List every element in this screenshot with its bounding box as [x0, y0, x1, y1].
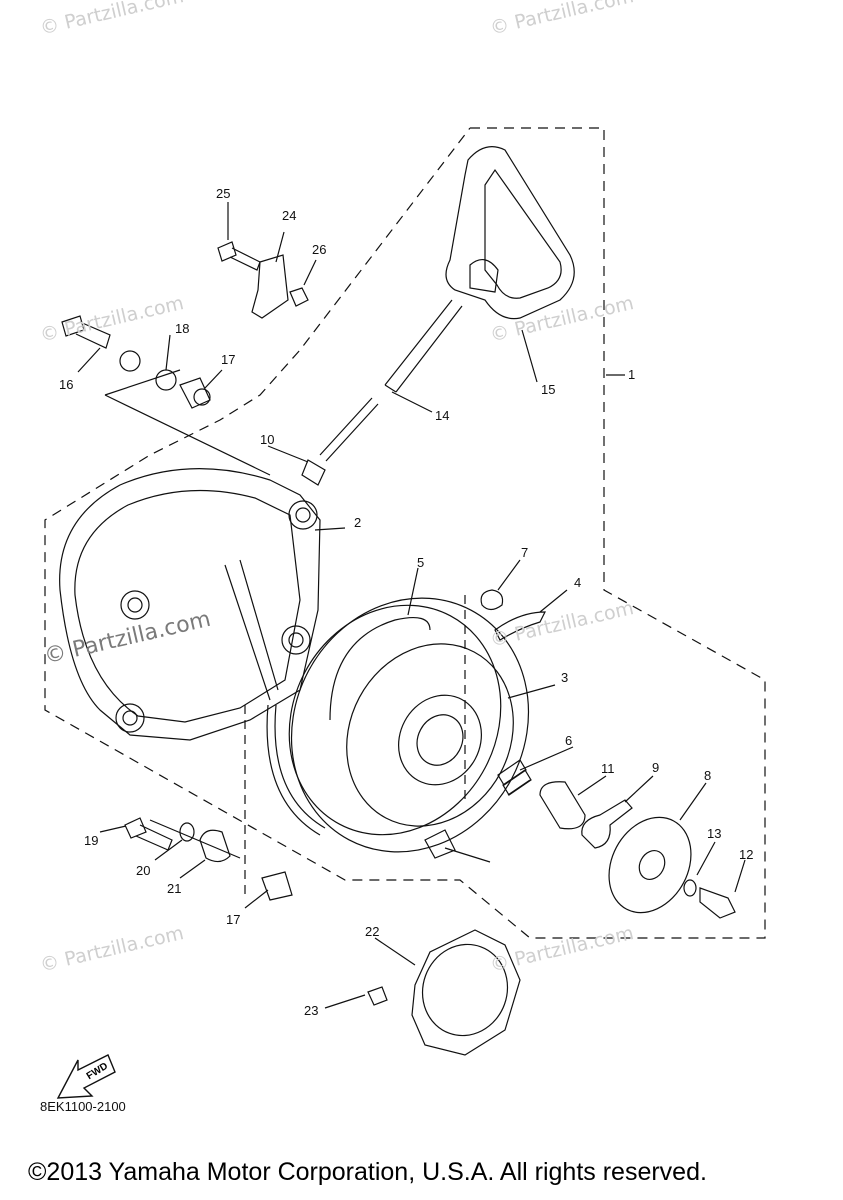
part-label-4: 4 — [574, 575, 582, 590]
collar-11 — [539, 781, 586, 830]
part-label-9: 9 — [652, 760, 660, 775]
cover-22 — [411, 929, 521, 1056]
washer-13 — [683, 879, 697, 897]
part-label-22: 22 — [365, 924, 380, 939]
part-label-20: 20 — [136, 863, 151, 878]
bracket-24 — [251, 254, 289, 319]
rope-end — [266, 704, 326, 836]
part-label-6: 6 — [565, 733, 573, 748]
part-label-3: 3 — [561, 670, 569, 685]
part-label-11: 11 — [601, 761, 615, 776]
plate-8 — [608, 816, 692, 914]
part-label-17-upper: 17 — [221, 352, 236, 367]
collar-17b — [261, 871, 293, 901]
bolt-23 — [367, 986, 388, 1006]
bolt-25 — [217, 241, 261, 271]
nut-26 — [289, 287, 309, 307]
part-label-15: 15 — [541, 382, 556, 397]
bolt-12 — [699, 887, 736, 919]
part-label-21: 21 — [167, 881, 182, 896]
clip-7 — [480, 589, 504, 611]
assembly-outline — [44, 127, 766, 939]
pawl-4 — [494, 611, 546, 641]
part-label-26: 26 — [312, 242, 327, 257]
spring-5 — [329, 617, 431, 721]
part-label-10: 10 — [260, 432, 275, 447]
fwd-arrow — [56, 1054, 116, 1099]
diagram-code: 8EK1100-2100 — [40, 1099, 126, 1114]
washer-18a — [119, 350, 141, 372]
part-label-24: 24 — [282, 208, 297, 223]
rope-14 — [384, 299, 463, 393]
part-label-7: 7 — [521, 545, 529, 560]
starter-case-2 — [59, 468, 321, 741]
part-label-25: 25 — [216, 186, 231, 201]
part-label-1: 1 — [628, 367, 636, 382]
part-label-17-lower: 17 — [226, 912, 241, 927]
rope-mid — [319, 397, 379, 462]
leader-16-18 — [104, 369, 271, 476]
washer-20 — [179, 822, 195, 842]
spring-6 — [497, 759, 532, 796]
part-label-23: 23 — [304, 1003, 319, 1018]
part-label-19: 19 — [84, 833, 99, 848]
drive-9 — [581, 799, 633, 849]
washer-18b — [155, 369, 177, 391]
part-label-13: 13 — [707, 826, 722, 841]
copyright-notice: ©2013 Yamaha Motor Corporation, U.S.A. A… — [28, 1158, 707, 1186]
handle-15 — [445, 146, 575, 320]
part-label-5: 5 — [417, 555, 425, 570]
bolt-16 — [61, 315, 111, 349]
part-label-18: 18 — [175, 321, 190, 336]
part-label-12: 12 — [739, 847, 754, 862]
bolt-19 — [124, 817, 173, 851]
bush-21 — [199, 829, 231, 863]
rope-guide-10 — [301, 459, 326, 486]
part-label-8: 8 — [704, 768, 712, 783]
part-label-16: 16 — [59, 377, 74, 392]
part-label-2: 2 — [354, 515, 362, 530]
part-label-14: 14 — [435, 408, 450, 423]
leader-19-21 — [149, 819, 241, 859]
